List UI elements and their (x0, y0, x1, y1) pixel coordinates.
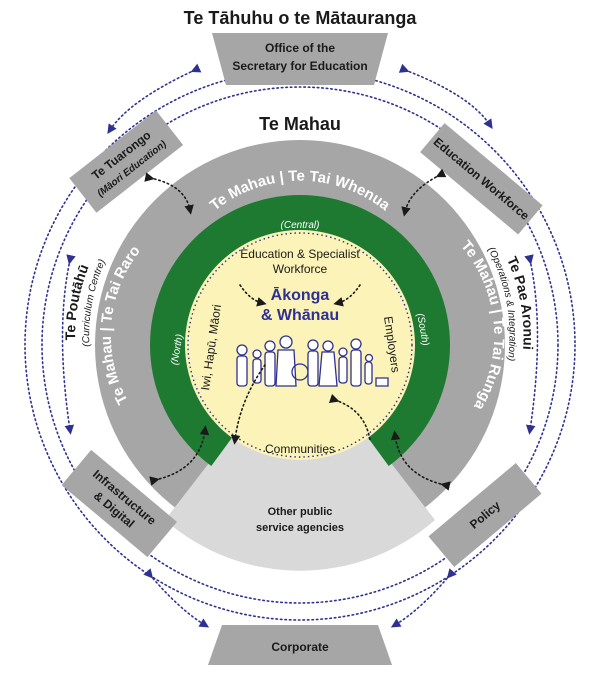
box-secretary: Office of the Secretary for Education (212, 33, 388, 85)
center-title-line2: & Whānau (261, 307, 339, 324)
other-line2: service agencies (256, 522, 344, 534)
other-line1: Other public (268, 506, 333, 518)
people-icon (236, 335, 389, 387)
whenua-sub: (Central) (281, 220, 320, 231)
corporate-label: Corporate (271, 640, 329, 654)
inner-dotted-ring (41, 86, 559, 604)
mahau-title: Te Mahau (259, 114, 341, 134)
secretary-line1: Office of the (265, 41, 335, 55)
box-corporate: Corporate (208, 625, 392, 665)
center-title-line1: Ākonga (271, 285, 330, 304)
raro-sub: (North) (169, 333, 185, 366)
outer-title: Te Tāhuhu o te Mātauranga (184, 8, 418, 28)
inner-workforce-line1: Education & Specialist (240, 247, 360, 261)
box-policy: Policy (428, 463, 542, 567)
secretary-line2: Secretary for Education (232, 59, 367, 73)
connector-arrows (61, 63, 539, 628)
core-dotted-border (187, 232, 413, 458)
inner-workforce-line2: Workforce (273, 262, 328, 276)
core-circle (185, 230, 415, 460)
inner-communities: Communities (265, 442, 335, 456)
